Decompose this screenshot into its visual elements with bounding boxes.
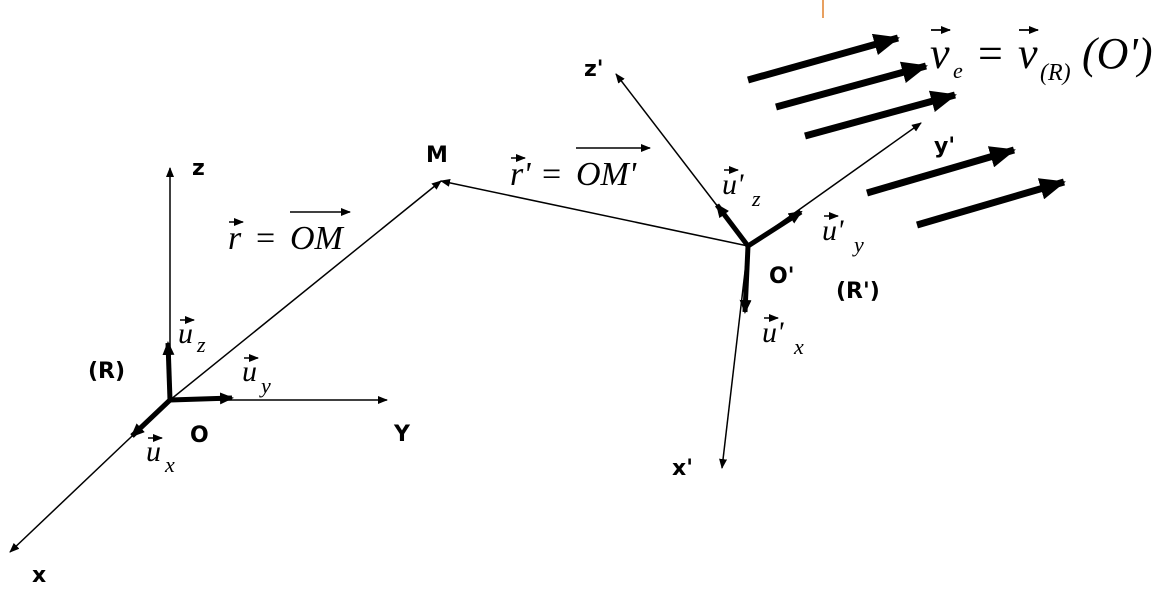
unit-label-uz-prime: u' z <box>722 166 761 211</box>
axis-y-prime-label: y' <box>934 134 955 159</box>
axis-x-label: x <box>32 563 46 588</box>
svg-text:z: z <box>196 332 206 357</box>
axis-x-prime <box>719 245 749 469</box>
unit-vector-ux-prime <box>739 245 752 314</box>
svg-text:=: = <box>256 220 275 257</box>
svg-text:u: u <box>178 317 193 350</box>
drive-velocity-arrows <box>747 33 1066 229</box>
svg-text:OM': OM' <box>576 156 637 193</box>
velocity-arrow <box>804 90 957 140</box>
origin-O-prime-label: O' <box>769 264 794 289</box>
unit-vector-uz-R <box>162 341 175 401</box>
unit-vector-ux-R <box>130 398 172 438</box>
svg-text:e: e <box>953 58 963 83</box>
svg-text:y: y <box>259 373 271 398</box>
svg-text:u': u' <box>762 316 784 349</box>
svg-text:u': u' <box>822 214 844 247</box>
axis-z-prime-label: z' <box>584 57 604 82</box>
unit-vector-uy-prime <box>746 209 803 249</box>
svg-text:z: z <box>751 186 761 211</box>
unit-label-uz-R: u z <box>178 316 206 357</box>
svg-text:x: x <box>164 452 175 477</box>
unit-label-ux-R: u x <box>146 434 175 477</box>
svg-text:r: r <box>228 220 242 257</box>
unit-label-ux-prime: u' x <box>762 314 804 359</box>
svg-text:u: u <box>146 435 161 468</box>
unit-vector-uy-R <box>169 392 234 405</box>
drive-velocity-formula: v e = v (R) (O') <box>930 26 1153 86</box>
label-r-eq-OM: r = OM <box>228 208 351 257</box>
svg-text:v: v <box>930 29 950 78</box>
svg-text:(R): (R) <box>1040 60 1071 86</box>
svg-text:x: x <box>793 334 804 359</box>
svg-text:v: v <box>1018 29 1038 78</box>
velocity-arrow <box>866 146 1016 197</box>
svg-text:OM: OM <box>290 220 345 257</box>
axis-z-label: z <box>192 156 205 181</box>
velocity-arrow <box>775 61 928 111</box>
point-M-label: M <box>426 143 448 168</box>
svg-text:=: = <box>542 156 561 193</box>
svg-text:r': r' <box>510 156 531 193</box>
unit-label-uy-prime: u' y <box>822 212 864 257</box>
vector-OM <box>169 180 442 401</box>
frame-R-prime: x' y' z' O' (R') u' z u' y u' x <box>584 57 955 481</box>
svg-text:u': u' <box>722 168 744 201</box>
svg-text:y: y <box>852 232 864 257</box>
axis-x-prime-label: x' <box>672 456 693 481</box>
axis-y-label: Y <box>393 422 411 447</box>
svg-text:u: u <box>242 355 257 388</box>
svg-text:(O'): (O') <box>1082 29 1153 78</box>
unit-vector-uz-prime <box>715 203 750 248</box>
svg-text:=: = <box>978 29 1003 78</box>
unit-label-uy-R: u y <box>242 354 271 398</box>
frame-R: x Y z O (R) u z u y u x <box>9 156 411 588</box>
origin-O-label: O <box>190 423 209 448</box>
vector-O-prime-M <box>440 178 749 247</box>
frame-R-prime-label: (R') <box>836 279 880 304</box>
frame-R-label: (R) <box>88 359 125 384</box>
label-r-prime-eq-OM-prime: r' = OM' <box>510 144 651 193</box>
velocity-arrow <box>747 33 900 84</box>
velocity-arrow <box>916 178 1066 229</box>
